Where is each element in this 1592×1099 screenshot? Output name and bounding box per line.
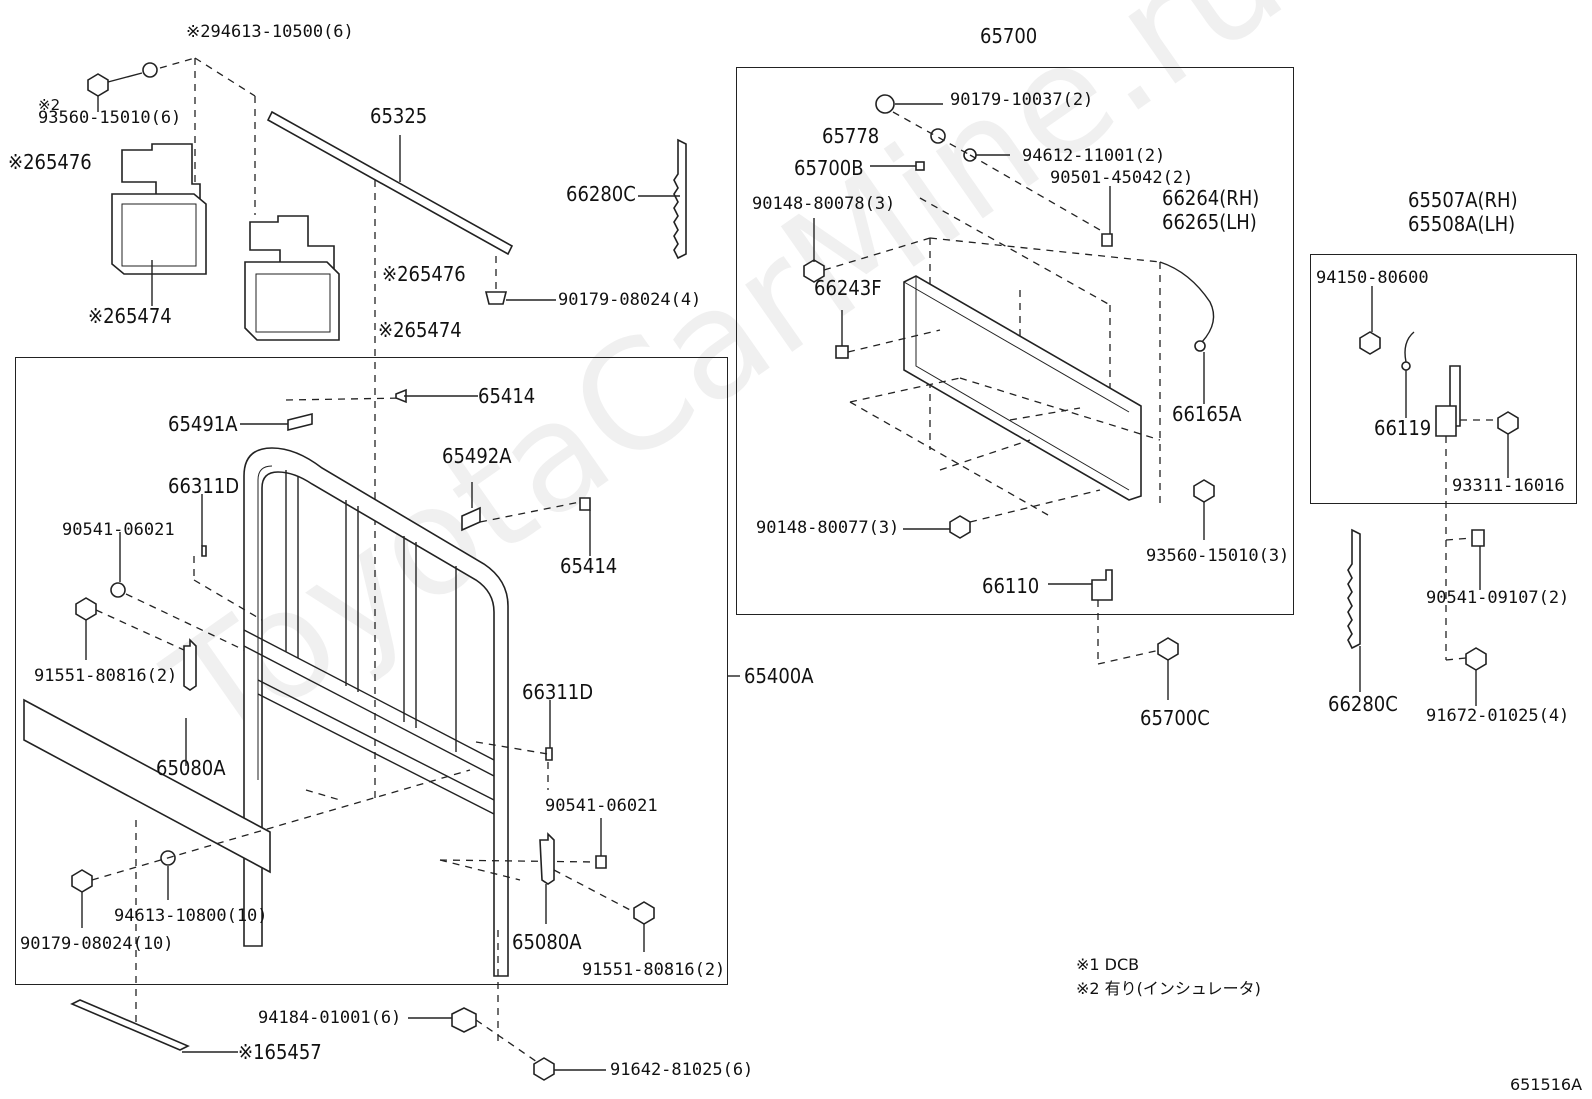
label-65476-b: ※265476 [382,262,466,286]
label-65080A-b: 65080A [512,930,582,954]
assembly-frame-65507A [1310,254,1577,504]
label-90148-80078: 90148-80078(3) [752,194,896,214]
label-65778: 65778 [822,124,880,148]
label-93560-15010-3: 93560-15010(3) [1146,546,1290,566]
label-65080A-a: 65080A [156,756,226,780]
label-91642-81025: 91642-81025(6) [610,1060,754,1080]
label-65700B: 65700B [794,156,864,180]
label-65700: 65700 [980,24,1038,48]
strip-65325 [266,110,514,256]
label-65492A: 65492A [442,444,512,468]
label-66264: 66264(RH) [1162,186,1260,210]
label-94184-01001: 94184-01001(6) [258,1008,402,1028]
label-90541-06021-a: 90541-06021 [62,520,175,540]
label-90179-08024-4: 90179-08024(4) [558,290,702,310]
label-66243F: 66243F [814,276,882,300]
label-65474-b: ※265474 [378,318,462,342]
assembly-frame-65400A [15,357,728,985]
label-93560-15010-6: 93560-15010(6) [38,108,182,128]
label-65700C: 65700C [1140,706,1210,730]
label-90148-80077: 90148-80077(3) [756,518,900,538]
label-90501-45042: 90501-45042(2) [1050,168,1194,188]
label-66280C-a: 66280C [566,182,636,206]
label-94613-10500: ※294613-10500(6) [186,22,354,42]
label-90541-09107: 90541-09107(2) [1426,588,1570,608]
strip-65457 [70,999,190,1051]
headboard-65400A-drawing [23,388,740,1042]
assembly-frame-65700 [736,67,1294,615]
label-note2-prefix: ※2 [38,96,61,114]
label-65414-b: 65414 [560,554,618,578]
insulator-group-drawing [87,57,340,341]
footnote-1: ※1 DCB [1076,955,1140,974]
label-93311-16016: 93311-16016 [1452,476,1565,496]
label-66265: 66265(LH) [1162,210,1257,234]
label-65476-a: ※265476 [8,150,92,174]
label-165457: ※165457 [238,1040,322,1064]
label-91551-80816-b: 91551-80816(2) [582,960,726,980]
label-94150-80600: 94150-80600 [1316,268,1429,288]
label-66280C-b: 66280C [1328,692,1398,716]
label-65508A: 65508A(LH) [1408,212,1516,236]
label-65400A: 65400A [744,664,814,688]
label-65325: 65325 [370,104,428,128]
label-91672-01025: 91672-01025(4) [1426,706,1570,726]
label-65491A: 65491A [168,412,238,436]
figure-code: 651516A [1510,1075,1583,1094]
label-90541-06021-b: 90541-06021 [545,796,658,816]
tailgate-65700-drawing [803,94,1215,700]
hinge-65507A-drawing [1347,286,1519,706]
label-94613-10800: 94613-10800(10) [114,906,268,926]
label-66311D-b: 66311D [522,680,594,704]
label-65474-a: ※265474 [88,304,172,328]
label-90179-08024-10: 90179-08024(10) [20,934,174,954]
label-91551-80816-a: 91551-80816(2) [34,666,178,686]
label-66119: 66119 [1374,416,1432,440]
label-65507A: 65507A(RH) [1408,188,1518,212]
label-66110: 66110 [982,574,1040,598]
label-65414-a: 65414 [478,384,536,408]
footnote-2: ※2 有り(インシュレータ) [1076,979,1261,998]
label-66165A: 66165A [1172,402,1242,426]
label-66311D-a: 66311D [168,474,240,498]
label-94612-11001: 94612-11001(2) [1022,146,1166,166]
label-90179-10037: 90179-10037(2) [950,90,1094,110]
